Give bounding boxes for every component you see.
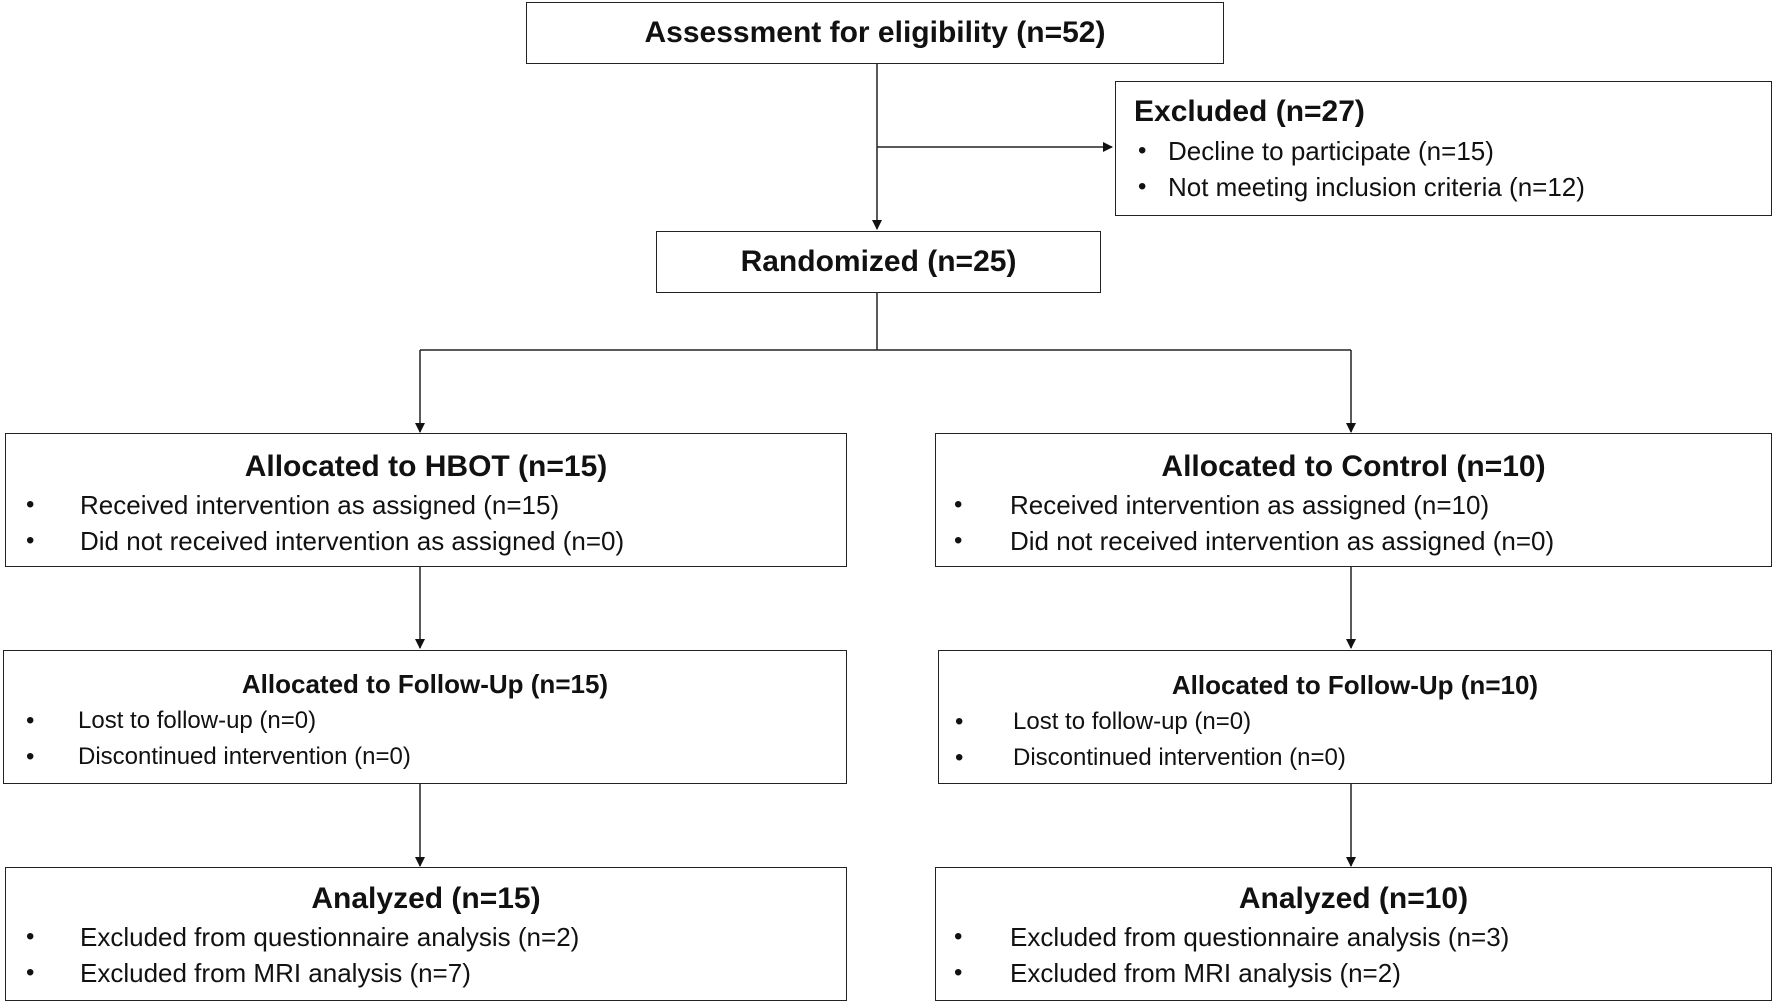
bullet: •	[26, 491, 35, 518]
hbot-analyzed-item: Excluded from MRI analysis (n=7)	[80, 958, 471, 988]
bullet: •	[26, 707, 35, 734]
hbot-allocation-item: Did not received intervention as assigne…	[80, 526, 625, 556]
hbot-analyzed-box: Analyzed (n=15) • Excluded from question…	[5, 867, 847, 1001]
bullet: •	[955, 744, 964, 771]
bullet: •	[26, 743, 35, 770]
bullet: •	[1138, 137, 1147, 164]
bullet: •	[26, 527, 35, 554]
bullet: •	[954, 923, 963, 950]
control-allocation-box: Allocated to Control (n=10) • Received i…	[935, 433, 1772, 567]
randomized-box: Randomized (n=25)	[656, 231, 1101, 293]
control-analyzed-item: Excluded from MRI analysis (n=2)	[1010, 958, 1401, 988]
control-allocation-item: Did not received intervention as assigne…	[1010, 526, 1555, 556]
hbot-analyzed-title: Analyzed (n=15)	[311, 882, 541, 915]
bullet: •	[26, 923, 35, 950]
assessment-title: Assessment for eligibility (n=52)	[644, 16, 1106, 49]
control-followup-item: Lost to follow-up (n=0)	[1013, 708, 1252, 735]
control-analyzed-item: Excluded from questionnaire analysis (n=…	[1010, 922, 1510, 952]
hbot-allocation-title: Allocated to HBOT (n=15)	[244, 450, 608, 483]
hbot-allocation-box: Allocated to HBOT (n=15) • Received inte…	[5, 433, 847, 567]
hbot-followup-item: Lost to follow-up (n=0)	[78, 707, 317, 734]
hbot-followup-title: Allocated to Follow-Up (n=15)	[241, 669, 609, 699]
control-followup-title: Allocated to Follow-Up (n=10)	[1171, 670, 1539, 700]
control-analyzed-box: Analyzed (n=10) • Excluded from question…	[935, 867, 1772, 1001]
control-followup-item: Discontinued intervention (n=0)	[1013, 744, 1346, 771]
hbot-allocation-item: Received intervention as assigned (n=15)	[80, 490, 560, 520]
bullet: •	[954, 527, 963, 554]
hbot-followup-box: Allocated to Follow-Up (n=15) • Lost to …	[3, 650, 847, 784]
excluded-title: Excluded (n=27)	[1134, 95, 1365, 128]
bullet: •	[26, 959, 35, 986]
excluded-box: Excluded (n=27) • Decline to participate…	[1115, 81, 1772, 216]
assessment-box: Assessment for eligibility (n=52)	[526, 2, 1224, 64]
hbot-followup-item: Discontinued intervention (n=0)	[78, 743, 411, 770]
excluded-item: Decline to participate (n=15)	[1168, 136, 1494, 166]
excluded-item: Not meeting inclusion criteria (n=12)	[1168, 172, 1585, 202]
bullet: •	[954, 959, 963, 986]
control-allocation-title: Allocated to Control (n=10)	[1161, 450, 1546, 483]
bullet: •	[955, 708, 964, 735]
randomized-title: Randomized (n=25)	[740, 245, 1017, 278]
control-analyzed-title: Analyzed (n=10)	[1238, 882, 1469, 915]
bullet: •	[1138, 173, 1147, 200]
hbot-analyzed-item: Excluded from questionnaire analysis (n=…	[80, 922, 580, 952]
control-followup-box: Allocated to Follow-Up (n=10) • Lost to …	[938, 650, 1772, 784]
control-allocation-item: Received intervention as assigned (n=10)	[1010, 490, 1490, 520]
bullet: •	[954, 491, 963, 518]
